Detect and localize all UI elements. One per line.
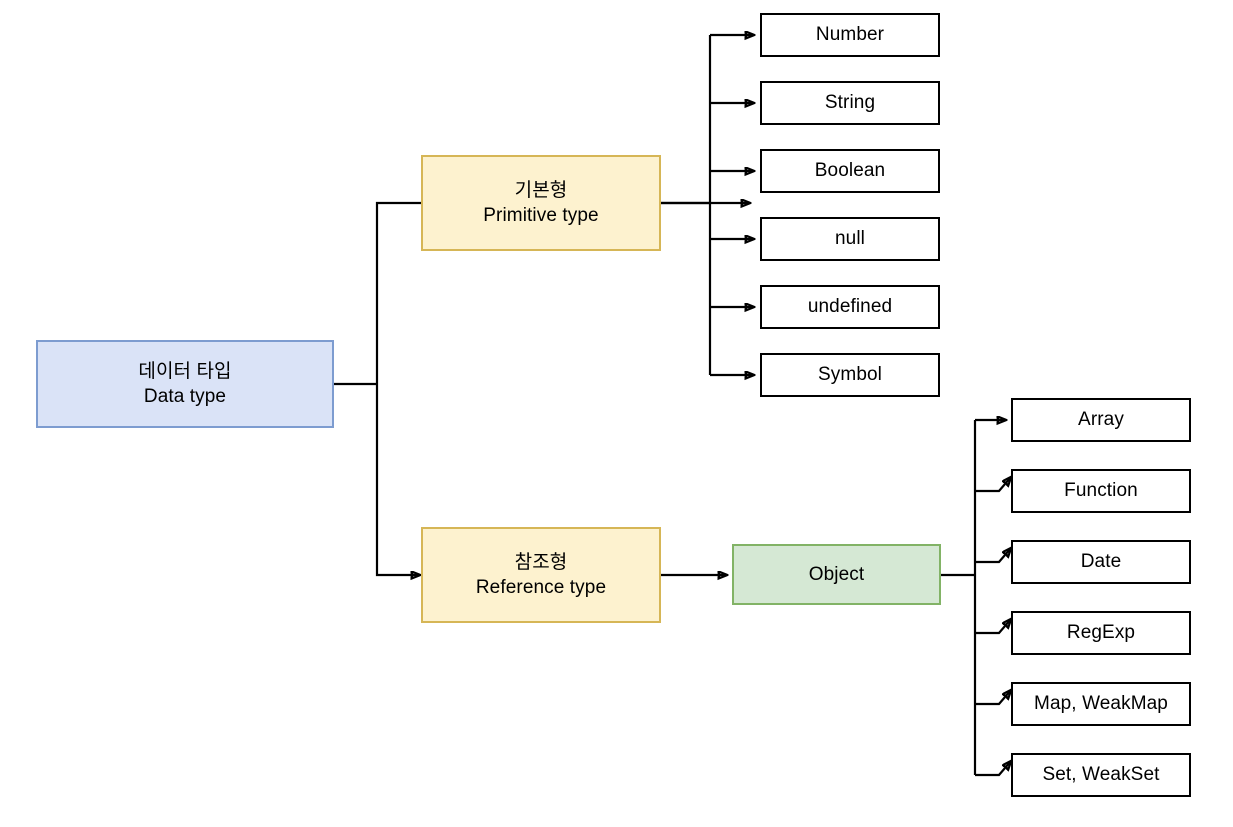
node-null[interactable]: null [760,217,940,261]
node-array-label: Array [1078,409,1124,431]
node-map-weakmap-label: Map, WeakMap [1034,693,1168,715]
node-string-label: String [824,92,876,114]
node-boolean-label: Boolean [814,160,886,182]
node-data-type-label-ko: 데이터 타입 [138,360,232,382]
node-primitive-type-label-ko: 기본형 [514,179,568,201]
node-primitive-type[interactable]: 기본형 Primitive type [421,155,661,251]
node-data-type-label-en: Data type [143,386,227,407]
node-data-type[interactable]: 데이터 타입 Data type [36,340,334,428]
node-null-label: null [835,228,865,250]
wire-object-date [975,548,1011,564]
node-set-weakset-label: Set, WeakSet [1042,764,1160,786]
wire-root-to-reference [375,384,420,575]
node-regexp-label: RegExp [1066,622,1136,644]
node-boolean[interactable]: Boolean [760,149,940,193]
node-reference-type[interactable]: 참조형 Reference type [421,527,661,623]
node-number[interactable]: Number [760,13,940,57]
wire-object-set [975,761,1011,777]
node-reference-type-label-en: Reference type [475,577,607,598]
node-function[interactable]: Function [1011,469,1191,513]
node-primitive-type-label-en: Primitive type [483,205,599,226]
node-date[interactable]: Date [1011,540,1191,584]
wire-object-regexp [975,619,1011,635]
node-object[interactable]: Object [732,544,941,605]
node-map-weakmap[interactable]: Map, WeakMap [1011,682,1191,726]
node-symbol-label: Symbol [818,364,882,386]
node-string[interactable]: String [760,81,940,125]
node-date-label: Date [1080,551,1122,573]
wire-object-function [975,477,1011,493]
node-array[interactable]: Array [1011,398,1191,442]
node-undefined-label: undefined [807,296,893,318]
node-symbol[interactable]: Symbol [760,353,940,397]
node-number-label: Number [815,24,885,46]
node-reference-type-label-ko: 참조형 [514,551,568,573]
wire-object-map [975,690,1011,706]
node-set-weakset[interactable]: Set, WeakSet [1011,753,1191,797]
node-undefined[interactable]: undefined [760,285,940,329]
node-function-label: Function [1064,480,1138,502]
node-object-label: Object [808,563,865,585]
node-regexp[interactable]: RegExp [1011,611,1191,655]
